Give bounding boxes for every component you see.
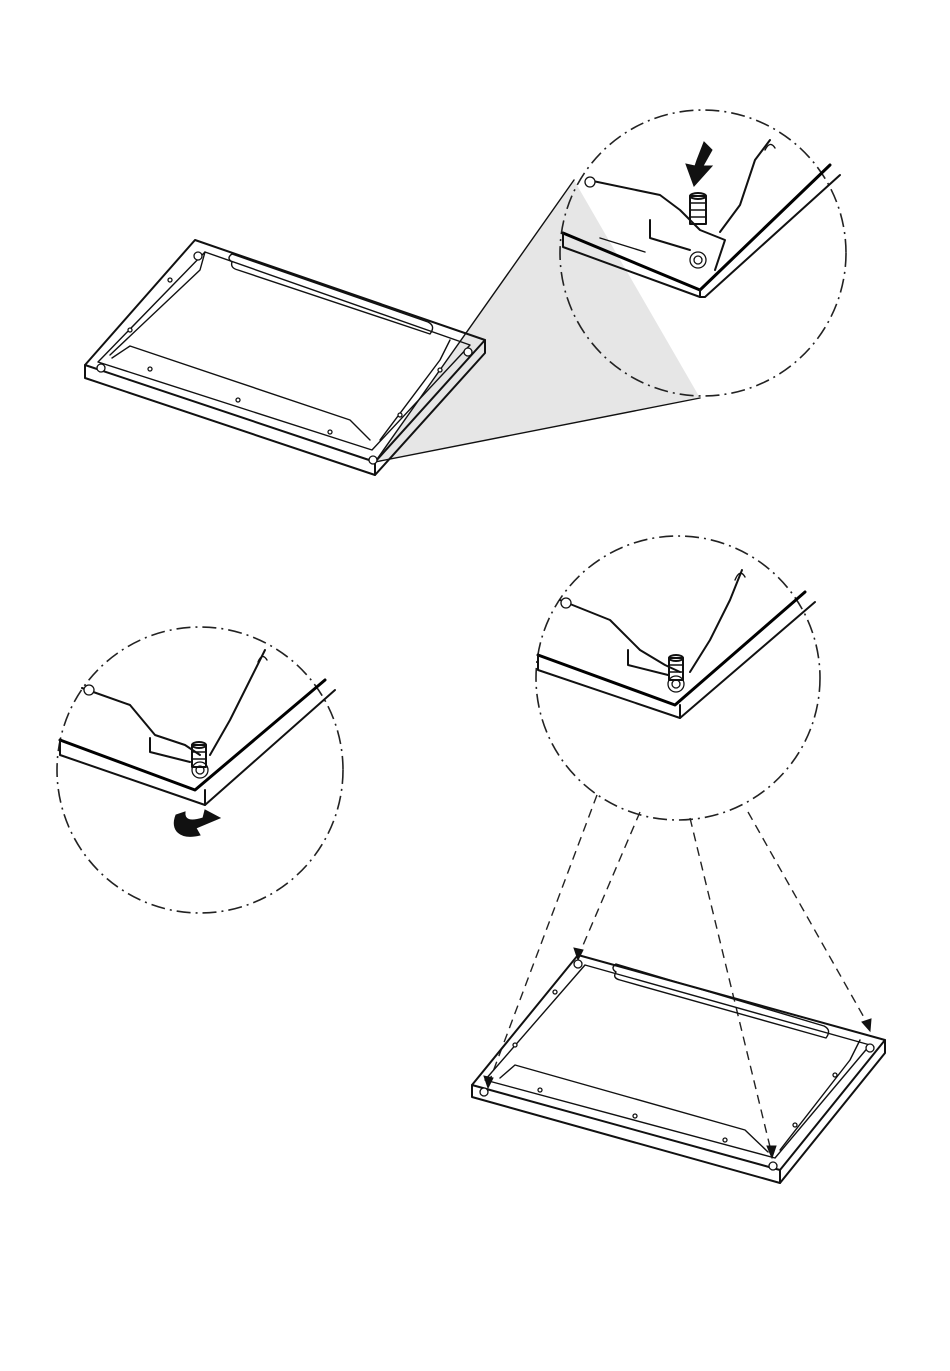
magnify-circle-icon bbox=[57, 627, 343, 913]
base-frame-icon bbox=[472, 955, 885, 1183]
adjustable-foot-icon bbox=[690, 193, 706, 224]
step-2-screw-foot bbox=[57, 627, 343, 913]
magnify-circle-icon bbox=[536, 536, 820, 820]
step-3-fit-all-corners bbox=[472, 536, 885, 1183]
step-1-insert-foot bbox=[85, 110, 846, 475]
rotate-arrow-icon bbox=[174, 810, 220, 836]
down-arrow-icon bbox=[686, 142, 712, 186]
